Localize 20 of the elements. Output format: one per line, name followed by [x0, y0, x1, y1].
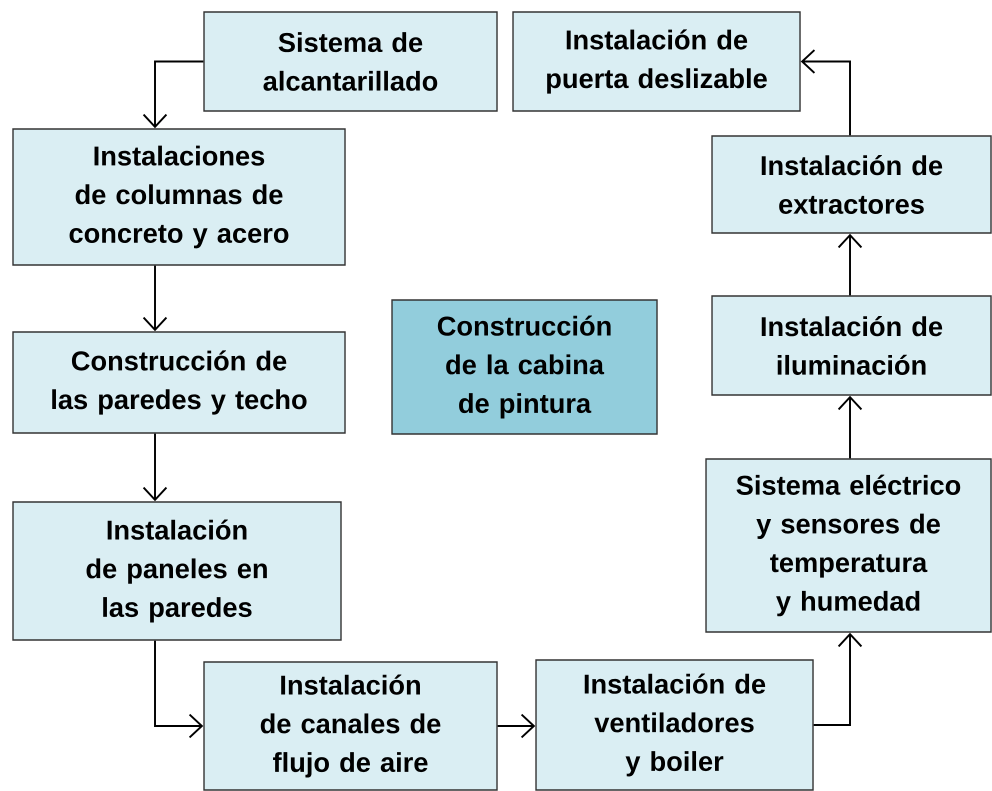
process-box: Instalación de paneles en las paredes — [12, 501, 342, 641]
arrow — [800, 49, 851, 136]
arrow — [498, 714, 536, 738]
arrow — [838, 234, 862, 296]
arrow — [142, 60, 204, 128]
arrow — [838, 396, 862, 458]
process-box: Instalación de iluminación — [711, 295, 992, 396]
process-box: Instalación de puerta deslizable — [512, 11, 801, 112]
process-box: Instalación de ventiladores y boiler — [535, 659, 814, 791]
process-box: Instalación de canales de flujo de aire — [203, 661, 498, 791]
process-box: Sistema eléctrico y sensores de temperatura y humedad — [705, 458, 992, 633]
process-box: Construcción de las paredes y techo — [12, 331, 346, 434]
process-box: Sistema de alcantarillado — [203, 11, 498, 112]
process-box: Instalaciones de columnas de concreto y acero — [12, 128, 346, 266]
process-box: Instalación de extractores — [711, 135, 992, 234]
arrow — [814, 632, 862, 726]
arrow — [142, 266, 168, 332]
title-box: Construcción de la cabina de pintura — [391, 299, 658, 435]
arrow — [154, 640, 204, 738]
arrow — [142, 434, 168, 502]
